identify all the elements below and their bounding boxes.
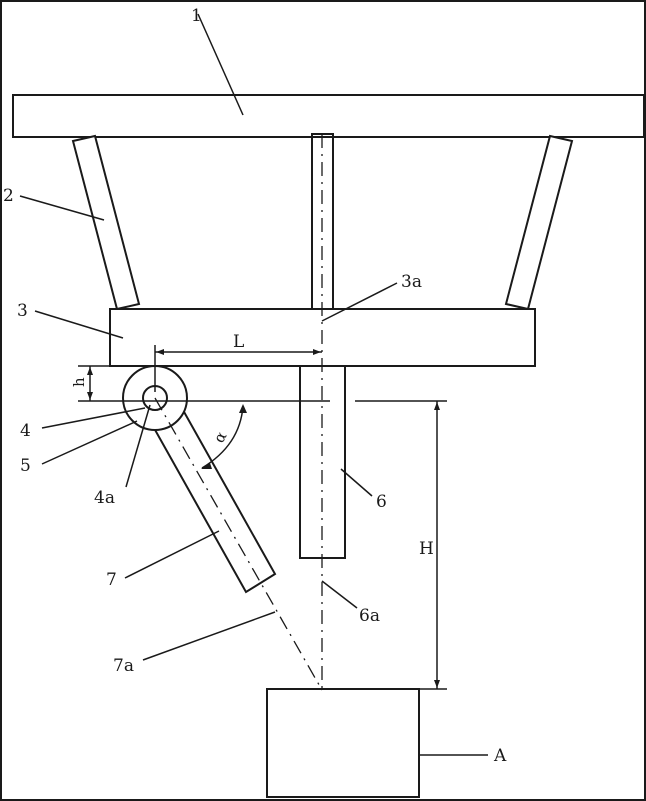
label-5: 5 xyxy=(20,456,31,476)
dim-label-L: L xyxy=(233,332,244,352)
label-3a: 3a xyxy=(401,272,422,292)
label-4a: 4a xyxy=(94,488,115,508)
dim-l-arrow-right xyxy=(313,349,321,355)
dim-l-arrow-left xyxy=(156,349,164,355)
label-A: A xyxy=(493,746,507,766)
left-leg xyxy=(71,134,141,311)
label-7a: 7a xyxy=(113,656,134,676)
dim-h-arrow-top xyxy=(87,367,93,375)
label-4: 4 xyxy=(20,421,31,441)
leader-5 xyxy=(41,420,138,465)
leader-3 xyxy=(34,310,124,339)
leader-4 xyxy=(41,407,146,429)
label-1: 1 xyxy=(191,6,202,26)
dim-H-arrow-top xyxy=(434,402,440,410)
leader-1 xyxy=(197,13,244,116)
angle-label-alpha: α xyxy=(210,428,231,446)
leader-6 xyxy=(340,468,373,497)
dim-h-arrow-bottom xyxy=(87,392,93,400)
leader-6a xyxy=(321,580,358,609)
angle-arrow-top xyxy=(239,404,247,413)
leader-7a xyxy=(142,611,276,661)
dim-label-h: h xyxy=(70,377,88,387)
label-6: 6 xyxy=(376,492,387,512)
leader-7 xyxy=(124,530,220,579)
dim-H-arrow-bottom xyxy=(434,680,440,688)
right-leg xyxy=(504,134,574,311)
angle-arc xyxy=(201,405,244,469)
axis-line-7a xyxy=(154,397,323,691)
label-3: 3 xyxy=(17,301,28,321)
angle-arrow-bottom xyxy=(201,463,212,469)
target-box xyxy=(266,688,420,798)
top-plate xyxy=(12,94,645,138)
label-7: 7 xyxy=(106,570,117,590)
leader-2 xyxy=(19,195,105,221)
dim-label-H: H xyxy=(419,539,434,559)
leader-4a xyxy=(125,404,151,488)
label-2: 2 xyxy=(3,186,14,206)
leader-3a xyxy=(321,282,398,322)
label-6a: 6a xyxy=(359,606,380,626)
